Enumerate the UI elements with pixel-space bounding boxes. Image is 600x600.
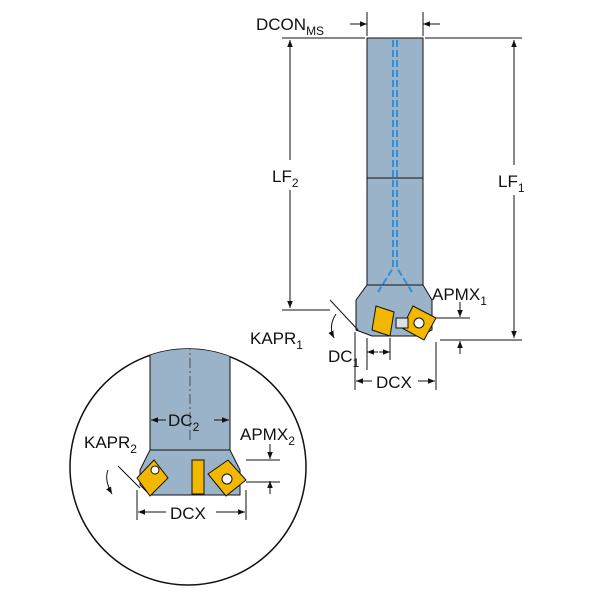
detail-view: [69, 348, 307, 586]
dc2-dimension: DC2: [149, 411, 231, 450]
kapr1-dimension: KAPR1: [250, 299, 359, 352]
dcx-detail-dimension: DCX: [136, 490, 247, 523]
detail-head: [139, 449, 241, 496]
kapr1-label: KAPR: [250, 329, 296, 348]
apmx1-label: APMX: [432, 285, 480, 304]
detail-insert-left: [136, 459, 169, 497]
detail-insert-screw: [221, 473, 233, 485]
lf2-label: LF: [272, 167, 292, 186]
main-tool-view: [355, 37, 437, 341]
insert-screw: [413, 317, 425, 329]
coolant-channel: [377, 40, 413, 293]
dc1-label: DC: [328, 347, 353, 366]
svg-text:LF2: LF2: [272, 167, 299, 190]
dc1-dimension: DC1: [328, 338, 391, 370]
dcx-detail-label: DCX: [170, 504, 206, 523]
detail-clamp: [191, 459, 205, 495]
svg-text:DC1: DC1: [328, 347, 360, 370]
dc2-label: DC: [168, 411, 193, 430]
dcx-main-dimension: DCX: [354, 332, 437, 392]
clamp-screw: [395, 317, 409, 329]
svg-text:DCONMS: DCONMS: [256, 15, 324, 38]
svg-text:KAPR2: KAPR2: [84, 433, 137, 456]
lf1-label: LF: [498, 172, 518, 191]
dcx-main-label: DCX: [376, 373, 412, 392]
apmx2-label: APMX: [240, 425, 288, 444]
svg-text:KAPR1: KAPR1: [250, 329, 303, 352]
svg-text:DC2: DC2: [168, 411, 200, 434]
insert-left: [371, 305, 395, 337]
apmx1-dimension: APMX1: [432, 285, 487, 354]
tool-shank: [366, 37, 424, 301]
kapr2-label: KAPR: [84, 433, 130, 452]
dconms-dimension: DCONMS: [256, 12, 440, 38]
lf1-dimension: LF1: [425, 37, 525, 341]
svg-text:APMX2: APMX2: [240, 425, 295, 448]
svg-text:APMX1: APMX1: [432, 285, 487, 308]
lf2-dimension: LF2: [272, 37, 365, 311]
kapr2-dimension: KAPR2: [84, 433, 141, 495]
svg-text:LF1: LF1: [498, 172, 525, 195]
apmx2-dimension: APMX2: [240, 425, 295, 494]
detail-pin: [150, 465, 160, 475]
dconms-label: DCON: [256, 15, 306, 34]
